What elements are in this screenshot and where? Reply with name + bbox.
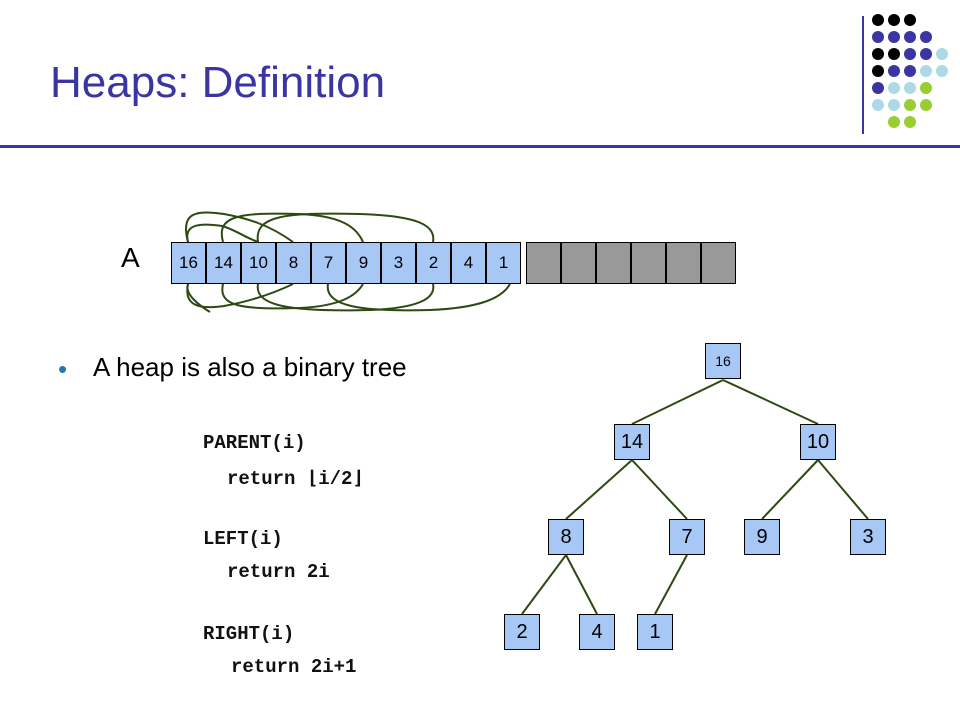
tree-node: 3 [850, 519, 886, 555]
array-arc [326, 283, 511, 312]
tree-edge [654, 554, 688, 615]
slide-title: Heaps: Definition [50, 58, 386, 107]
array-cell: 9 [346, 242, 381, 284]
array-empty-cell [701, 242, 736, 284]
decor-vertical-line [862, 16, 864, 134]
tree-node: 10 [800, 424, 836, 460]
decor-dot [872, 99, 884, 111]
array-cell: 4 [451, 242, 486, 284]
code-parent-signature: PARENT(i) [203, 432, 306, 454]
decor-dot [888, 99, 900, 111]
array-arc [256, 212, 435, 243]
array-empty-cell [561, 242, 596, 284]
decor-dot [872, 48, 884, 60]
array-empty-cell [596, 242, 631, 284]
code-right-signature: RIGHT(i) [203, 623, 295, 645]
code-right-body: return 2i+1 [231, 656, 357, 678]
decor-dot [888, 65, 900, 77]
tree-edge [631, 379, 724, 425]
decor-dot [920, 48, 932, 60]
tree-edge [565, 459, 633, 520]
array-empty-cell [666, 242, 701, 284]
array-cell: 1 [486, 242, 521, 284]
tree-edge [631, 459, 688, 520]
decor-dot [904, 82, 916, 94]
array-arc [256, 283, 435, 312]
decor-dot [888, 48, 900, 60]
tree-node: 7 [669, 519, 705, 555]
decor-dot [872, 31, 884, 43]
tree-node: 4 [579, 614, 615, 650]
array-cell: 10 [241, 242, 276, 284]
tree-edge [761, 459, 819, 520]
tree-edge [565, 554, 598, 615]
decor-dot [904, 31, 916, 43]
title-underline [0, 145, 960, 148]
bullet-text: A heap is also a binary tree [93, 352, 407, 382]
array-cell: 7 [311, 242, 346, 284]
decor-dot [872, 14, 884, 26]
tree-node: 14 [614, 424, 650, 460]
decor-dot [920, 65, 932, 77]
decor-dot [904, 65, 916, 77]
decor-dot [904, 116, 916, 128]
tree-node: 1 [637, 614, 673, 650]
decor-dot [872, 65, 884, 77]
tree-edge [521, 554, 567, 615]
array-cell: 8 [276, 242, 311, 284]
decor-dot [920, 99, 932, 111]
decor-dot [920, 82, 932, 94]
tree-edge [722, 379, 819, 425]
decor-dot [888, 14, 900, 26]
array-arc [186, 283, 294, 309]
code-left-body: return 2i [227, 561, 330, 583]
array-arc [221, 283, 364, 310]
array-label: A [121, 242, 140, 273]
array-arc [186, 283, 211, 313]
tree-node: 8 [548, 519, 584, 555]
decor-dot [936, 65, 948, 77]
decor-dot [888, 116, 900, 128]
decor-dot [888, 31, 900, 43]
array-cell: 2 [416, 242, 451, 284]
array-cell: 3 [381, 242, 416, 284]
decor-dot [888, 82, 900, 94]
array-arc [186, 223, 259, 243]
decor-dot [904, 99, 916, 111]
tree-node: 9 [744, 519, 780, 555]
decor-dot [920, 31, 932, 43]
array-arc [185, 211, 294, 243]
array-cell: 14 [206, 242, 241, 284]
tree-node: 2 [504, 614, 540, 650]
array-empty-cell [526, 242, 561, 284]
array-cell: 16 [171, 242, 206, 284]
decor-dot [904, 48, 916, 60]
decor-dot [872, 82, 884, 94]
bullet-marker: • [58, 354, 68, 384]
array-empty-cell [631, 242, 666, 284]
decor-dot [936, 48, 948, 60]
decor-dot [904, 14, 916, 26]
tree-edge [817, 459, 869, 520]
tree-node: 16 [705, 343, 741, 379]
code-left-signature: LEFT(i) [203, 528, 283, 550]
code-parent-body: return ⌊i/2⌋ [227, 468, 364, 490]
